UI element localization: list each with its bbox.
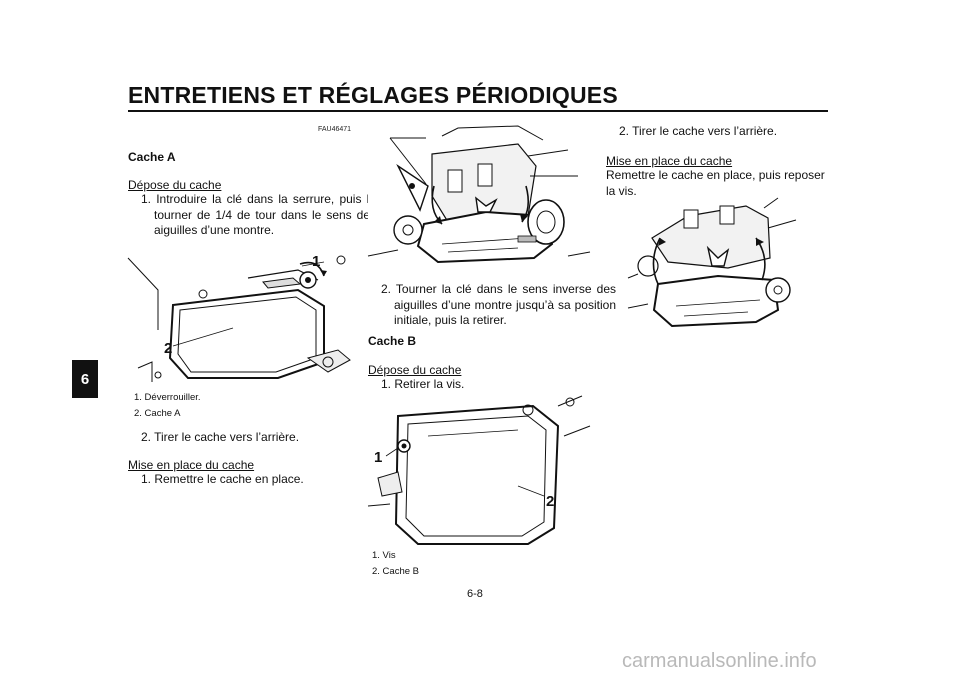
subheading-install-b: Mise en place du cache [606,154,733,168]
instruction-step-2-b: 2. Tourner la clé dans le sens inverse d… [381,282,616,327]
reference-code: FAU46471 [318,126,352,133]
page-number: 6-8 [467,588,483,600]
caption-1-b: 1. Vis [372,550,396,561]
illustration-cache-b: 1 2 [367,395,591,546]
install-text-b: Remettre le cache en place, puis reposer… [606,168,825,198]
section-heading-cache-b: Cache B [368,334,417,348]
section-heading-cache-a: Cache A [128,150,176,164]
instruction-step-1-a: 1. Introduire la clé dans la serrure, pu… [141,192,376,237]
instruction-step-2-c: 2. Tirer le cache vers l’arrière. [619,124,778,138]
illustration-cache-a: 1 2 [127,250,352,382]
instruction-step-1-b: 1. Retirer la vis. [381,377,465,391]
install-step-1-a: 1. Remettre le cache en place. [141,472,304,486]
caption-2: 2. Cache A [134,408,181,419]
instruction-step-2-a: 2. Tirer le cache vers l’arrière. [141,430,300,444]
figure-label-1: 1 [312,253,320,270]
page-title: ENTRETIENS ET RÉGLAGES PÉRIODIQUES [128,82,618,108]
watermark: carmanualsonline.info [622,650,817,672]
caption-1: 1. Déverrouiller. [134,392,201,403]
figure-label-1-b: 1 [374,449,382,466]
subheading-install-a: Mise en place du cache [128,458,255,472]
chapter-tab: 6 [72,360,98,398]
header-rule [128,110,828,112]
caption-2-b: 2. Cache B [372,566,419,577]
figure-label-2: 2 [164,340,172,357]
subheading-removal-b: Dépose du cache [368,363,462,377]
subheading-removal-a: Dépose du cache [128,178,222,192]
illustration-key-turn [367,125,591,276]
illustration-reinstall [627,197,800,330]
figure-label-2-b: 2 [546,493,554,510]
